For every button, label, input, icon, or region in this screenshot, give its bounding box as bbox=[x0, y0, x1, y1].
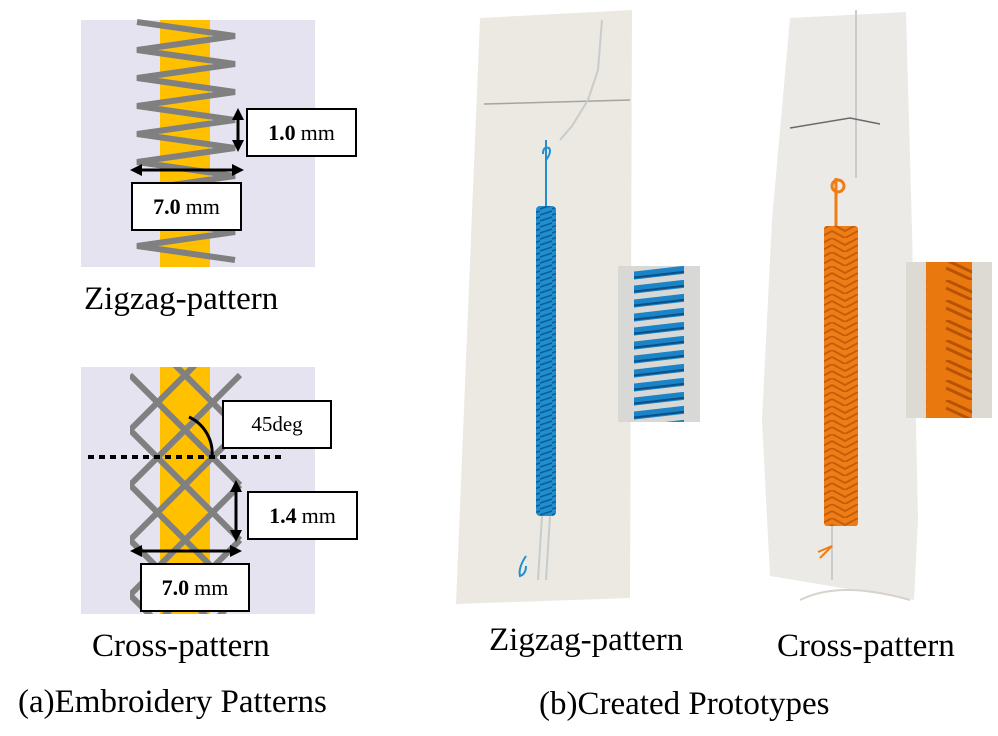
panel-a-caption: (a)Embroidery Patterns bbox=[18, 684, 327, 720]
cross-prototype-caption: Cross-pattern bbox=[777, 628, 955, 664]
cross-caption: Cross-pattern bbox=[92, 628, 270, 664]
angle-label: 45deg bbox=[222, 400, 332, 449]
zigzag-prototype-caption: Zigzag-pattern bbox=[489, 622, 684, 658]
zigzag-caption: Zigzag-pattern bbox=[84, 281, 279, 317]
panel-b-caption: (b)Created Prototypes bbox=[539, 686, 830, 722]
